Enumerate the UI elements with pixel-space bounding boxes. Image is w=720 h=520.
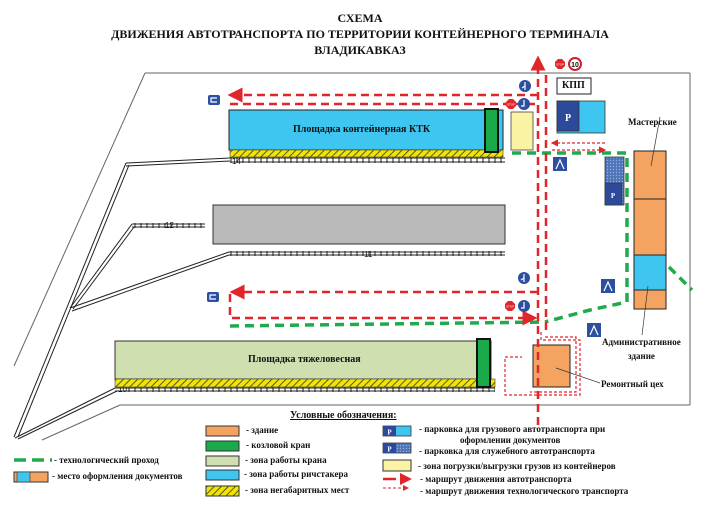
repair-shop-label: Ремонтный цех <box>601 379 664 389</box>
workshops-building <box>633 150 667 200</box>
rail-label-12: 12 <box>165 221 174 230</box>
crosswalk-sign-icon-2 <box>601 279 615 293</box>
legend-label-crane-zone: - зона работы крана <box>245 455 327 465</box>
rail-label-14: 14 <box>232 157 241 166</box>
legend-label-truck-parking-1: - парковка для грузового автотранспорта … <box>419 424 606 434</box>
truck-parking-p-block <box>556 100 580 132</box>
legend-label-loading-zone: - зона погрузки/выгрузки грузов из конте… <box>418 461 616 471</box>
workshops-label: Мастерские <box>628 117 677 127</box>
admin-docs-place <box>633 254 667 291</box>
admin-label-2: здание <box>628 351 655 361</box>
legend-swatch-crane <box>205 440 240 452</box>
heavy-area-label: Площадка тяжеловесная <box>248 354 361 365</box>
workshops-pointer <box>650 116 661 167</box>
legend-swatches: P P <box>13 425 412 497</box>
ktk-container-area <box>228 109 504 151</box>
ktk-oversize-zone <box>229 149 504 158</box>
ktk-gantry-crane <box>484 108 499 153</box>
ktk-area-label: Площадка контейнерная КТК <box>293 124 431 135</box>
legend-label-service-parking: - парковка для служебного автотранспорта <box>419 446 595 456</box>
service-parking-letter: P <box>611 192 616 200</box>
rail-track-labels: 14 12 11 10 <box>118 157 373 394</box>
tech-passage-lines <box>229 151 694 328</box>
tech-route-lines <box>504 139 607 396</box>
service-parking-p-block <box>604 182 623 206</box>
railway-tracks <box>13 157 505 440</box>
territory-boundary <box>13 72 691 441</box>
legend-parking-letter-1: P <box>387 429 392 437</box>
speed-limit-value: 10 <box>571 62 579 69</box>
legend-swatch-oversize-zone <box>205 485 240 497</box>
legend-label-tech-route: - маршрут движения технологического тран… <box>420 486 629 496</box>
u-turn-sign-icon-2 <box>207 292 219 302</box>
legend-swatch-loading-zone <box>382 459 412 472</box>
grey-platform <box>212 204 506 245</box>
repair-pointer <box>555 367 601 384</box>
speed-limit-sign-icon <box>568 57 582 71</box>
legend-swatch-building <box>205 425 240 437</box>
stop-sign-icon-lower <box>505 301 515 311</box>
u-turn-sign-icon-1 <box>208 95 220 105</box>
admin-building-upper <box>633 198 667 256</box>
legend-label-oversize-zone: - зона негабаритных мест <box>245 485 350 495</box>
checkpoint-label: КПП <box>562 80 585 91</box>
stop-sign-text-ktk: STOP <box>507 103 515 107</box>
title-line-1: СХЕМА <box>337 11 383 25</box>
admin-label-1: Административное <box>602 337 681 347</box>
legend-swatch-crane-zone <box>205 455 240 467</box>
stop-sign-icon-ktk <box>506 99 516 109</box>
loading-zone <box>510 111 534 151</box>
heavy-cargo-area <box>114 340 492 380</box>
road-signs <box>207 57 615 337</box>
rail-label-10: 10 <box>118 385 127 394</box>
legend-swatch-docs-place <box>13 471 49 483</box>
title-line-3: ВЛАДИКАВКАЗ <box>314 43 406 57</box>
admin-pointer <box>641 285 649 336</box>
legend-label-tech-passage: - технологический проход <box>54 455 159 465</box>
crosswalk-sign-icon-3 <box>587 323 601 337</box>
stop-sign-text-top: STOP <box>556 63 564 67</box>
legend-label-truck-parking-2: оформлении документов <box>460 435 561 445</box>
crosswalk-sign-icon-1 <box>553 157 567 171</box>
legend-label-docs-place: - место оформления документов <box>52 471 183 481</box>
legend-label-building: - здание <box>246 425 279 435</box>
legend-heading: Условные обозначения: <box>290 410 397 421</box>
rail-label-11: 11 <box>364 250 373 259</box>
legend-label-reachstacker-zone: - зона работы ричстакера <box>244 469 348 479</box>
legend-label-vehicle-route: - маршрут движения автотранспорта <box>420 474 572 484</box>
legend-swatch-reachstacker-zone <box>205 469 240 481</box>
vehicle-route-lines <box>227 55 548 425</box>
stop-sign-icon-top <box>555 59 565 69</box>
legend-label-crane: - козловой кран <box>246 440 311 450</box>
heavy-gantry-crane <box>476 338 491 388</box>
stop-sign-text-lower: STOP <box>506 305 514 309</box>
legend-parking-letter-2: P <box>387 446 392 454</box>
admin-building-lower <box>633 289 667 310</box>
truck-parking-letter: P <box>565 113 571 124</box>
checkpoint-box <box>556 77 592 95</box>
heavy-oversize-zone <box>114 378 496 388</box>
title-line-2: ДВИЖЕНИЯ АВТОТРАНСПОРТА ПО ТЕРРИТОРИИ КО… <box>111 27 609 41</box>
